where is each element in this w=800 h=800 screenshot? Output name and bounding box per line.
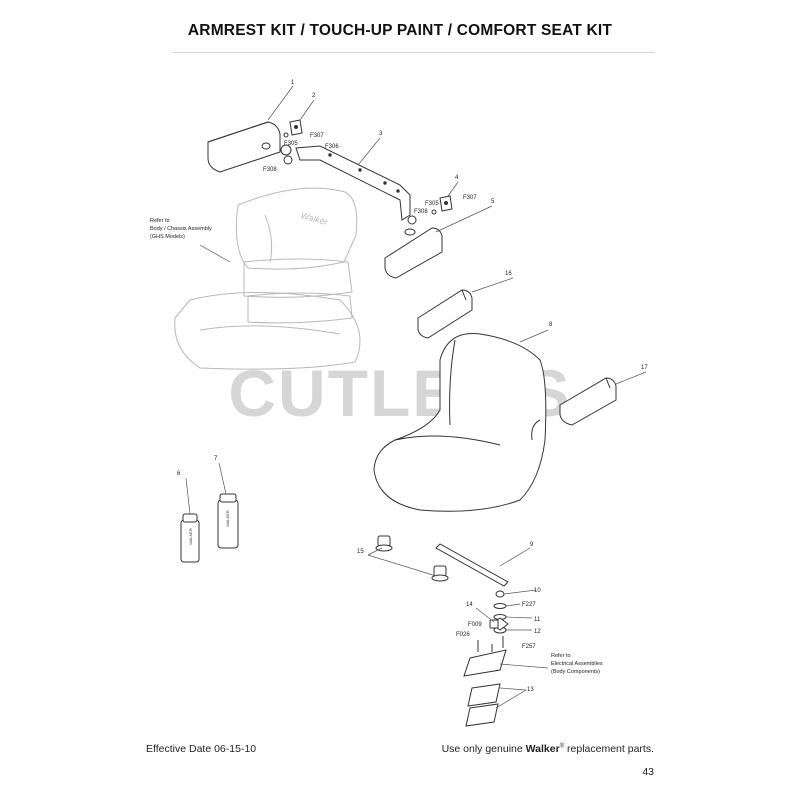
- callout-f307b: F307: [463, 195, 477, 201]
- note-body-chassis-3: (GHS Models): [150, 234, 185, 240]
- note-body-chassis-1: Refer to: [150, 218, 170, 224]
- callout-1: 1: [291, 80, 295, 86]
- callout-f308b: F308: [414, 209, 428, 215]
- callout-f307a: F307: [310, 133, 324, 139]
- callout-5: 5: [491, 199, 495, 205]
- callout-f257: F257: [522, 644, 536, 650]
- title-rule: [172, 52, 654, 53]
- callout-f308a: F308: [263, 167, 277, 173]
- hardware-stack: [477, 590, 509, 652]
- callout-14: 14: [466, 602, 473, 608]
- callout-4: 4: [455, 175, 459, 181]
- ghost-seat: Walker: [174, 187, 361, 370]
- note-body-chassis-2: Body / Chassis Assembly: [150, 226, 212, 232]
- note-electrical-2: Electrical Assemblies: [551, 661, 603, 667]
- strap-9: [435, 543, 509, 587]
- armrest-right: [384, 227, 443, 279]
- callouts: 1 2 3 4 5 16 8 17 6 7 15 9 10 14 11 12 1…: [177, 80, 648, 693]
- armrest-bar: [280, 144, 417, 225]
- note-electrical-1: Refer to: [551, 653, 571, 659]
- reference-notes: Refer to Body / Chassis Assembly (GHS Mo…: [150, 218, 603, 675]
- paint-can-6-label: WALKER: [188, 528, 193, 545]
- page-number: 43: [642, 766, 654, 778]
- effective-date: Effective Date 06-15-10: [146, 743, 257, 755]
- callout-17: 17: [641, 365, 648, 371]
- callout-f227: F227: [522, 602, 536, 608]
- callout-13: 13: [527, 687, 534, 693]
- callout-15: 15: [357, 549, 364, 555]
- paint-can-6: WALKER: [180, 513, 200, 563]
- bracket-4: [431, 195, 453, 215]
- callout-f305a: F305: [284, 141, 298, 147]
- genuine-parts-note: Use only genuine Walker® replacement par…: [442, 743, 654, 755]
- ghost-seat-brand: Walker: [299, 210, 329, 227]
- callout-2: 2: [312, 93, 316, 99]
- callout-f009: F009: [468, 622, 482, 628]
- genuine-suffix: replacement parts.: [564, 743, 654, 755]
- callout-11: 11: [534, 617, 541, 623]
- armrest-left: [207, 121, 281, 173]
- comfort-seat: [373, 333, 547, 512]
- callout-7: 7: [214, 456, 218, 462]
- page-title: ARMREST KIT / TOUCH-UP PAINT / COMFORT S…: [187, 22, 613, 39]
- callout-16: 16: [505, 271, 512, 277]
- callout-8: 8: [549, 322, 553, 328]
- callout-9: 9: [530, 542, 534, 548]
- callout-f305b: F305: [425, 201, 439, 207]
- genuine-prefix: Use only genuine: [441, 743, 526, 755]
- callout-12: 12: [534, 629, 541, 635]
- armrest-17: [559, 377, 617, 426]
- isolators: [375, 535, 449, 582]
- paint-can-7-label: WALKER: [225, 510, 230, 527]
- bracket-2: [283, 119, 303, 138]
- note-electrical-3: (Body Components): [551, 669, 600, 675]
- callout-6: 6: [177, 471, 181, 477]
- armrest-16: [417, 289, 473, 339]
- registered-mark: ®: [559, 743, 565, 750]
- callout-3: 3: [379, 131, 383, 137]
- callout-f026: F026: [456, 632, 470, 638]
- callout-f306: F306: [325, 144, 339, 150]
- leader-lines: [185, 85, 647, 709]
- callout-10: 10: [534, 588, 541, 594]
- plates-13: [463, 649, 507, 727]
- paint-can-7: WALKER: [217, 493, 239, 549]
- genuine-brand: Walker: [525, 743, 560, 755]
